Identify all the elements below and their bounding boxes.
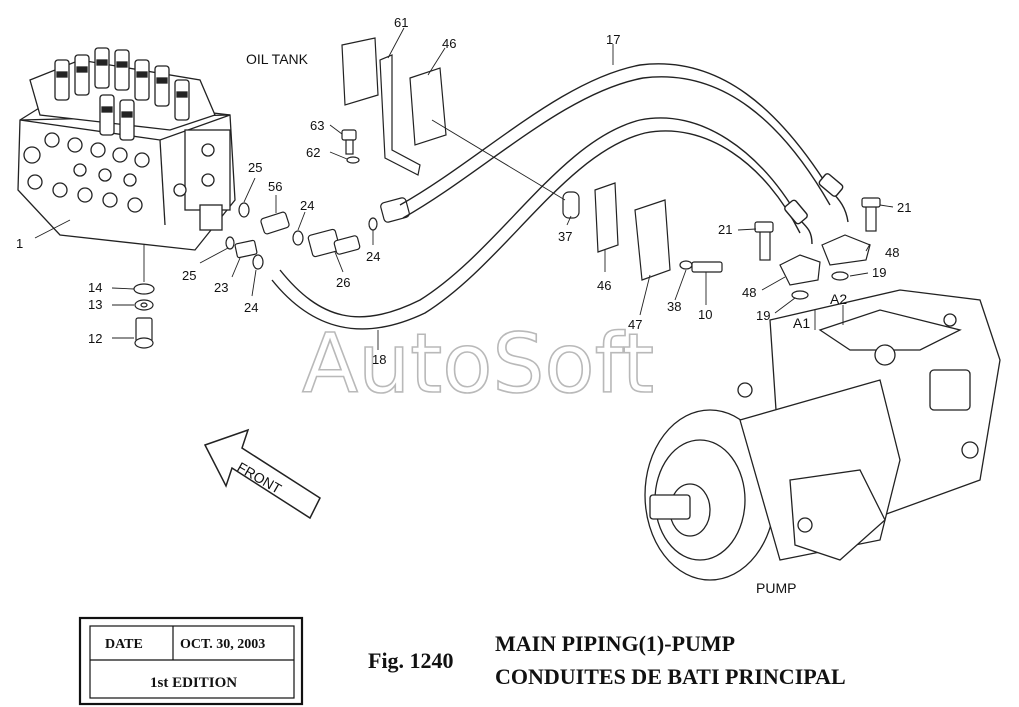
callout-48b: 48: [885, 245, 899, 260]
date-label: DATE: [105, 637, 143, 652]
callout-21a: 21: [718, 222, 732, 237]
callout-26: 26: [336, 275, 350, 290]
title-block: [78, 616, 304, 706]
figure-title-fr: CONDUITES DE BATI PRINCIPAL: [495, 664, 846, 689]
callout-19b: 19: [872, 265, 886, 280]
figure-number: Fig. 1240: [368, 648, 454, 673]
a2-label: A2: [830, 291, 847, 307]
callout-61: 61: [394, 15, 408, 30]
callout-25b: 25: [182, 268, 196, 283]
oil-tank-label: OIL TANK: [246, 51, 309, 67]
fittings-drawing: [133, 129, 410, 349]
callout-18: 18: [372, 352, 386, 367]
callout-19a: 19: [756, 308, 770, 323]
callout-38: 38: [667, 299, 681, 314]
date-value: OCT. 30, 2003: [180, 637, 265, 652]
control-valve-drawing: [17, 47, 236, 251]
callout-13: 13: [88, 297, 102, 312]
callout-24b: 24: [244, 300, 258, 315]
callout-14: 14: [88, 280, 102, 295]
callout-56: 56: [268, 179, 282, 194]
figure-title-en: MAIN PIPING(1)-PUMP: [495, 631, 735, 656]
pump-drawing: [644, 289, 1001, 581]
callout-46a: 46: [442, 36, 456, 51]
callout-46b: 46: [597, 278, 611, 293]
clamps-drawing: [341, 37, 881, 300]
callout-24c: 24: [366, 249, 380, 264]
callout-17: 17: [606, 32, 620, 47]
callout-23: 23: [214, 280, 228, 295]
callout-1: 1: [16, 236, 23, 251]
callout-12: 12: [88, 331, 102, 346]
callouts: 1 14 13 12 25 56 24 25 23 24 26 24 61 46…: [16, 15, 911, 367]
callout-24a: 24: [300, 198, 314, 213]
edition-label: 1st EDITION: [150, 675, 237, 691]
front-arrow: FRONT: [203, 428, 321, 520]
callout-10: 10: [698, 307, 712, 322]
leader-lines: [34, 27, 894, 350]
callout-37: 37: [558, 229, 572, 244]
callout-62: 62: [306, 145, 320, 160]
a1-label: A1: [793, 315, 810, 331]
callout-63: 63: [310, 118, 324, 133]
watermark: AutoSoft: [302, 317, 654, 412]
callout-47: 47: [628, 317, 642, 332]
callout-21b: 21: [897, 200, 911, 215]
pump-label: PUMP: [756, 580, 796, 596]
hoses-drawing: [271, 63, 849, 330]
callout-25a: 25: [248, 160, 262, 175]
callout-48a: 48: [742, 285, 756, 300]
